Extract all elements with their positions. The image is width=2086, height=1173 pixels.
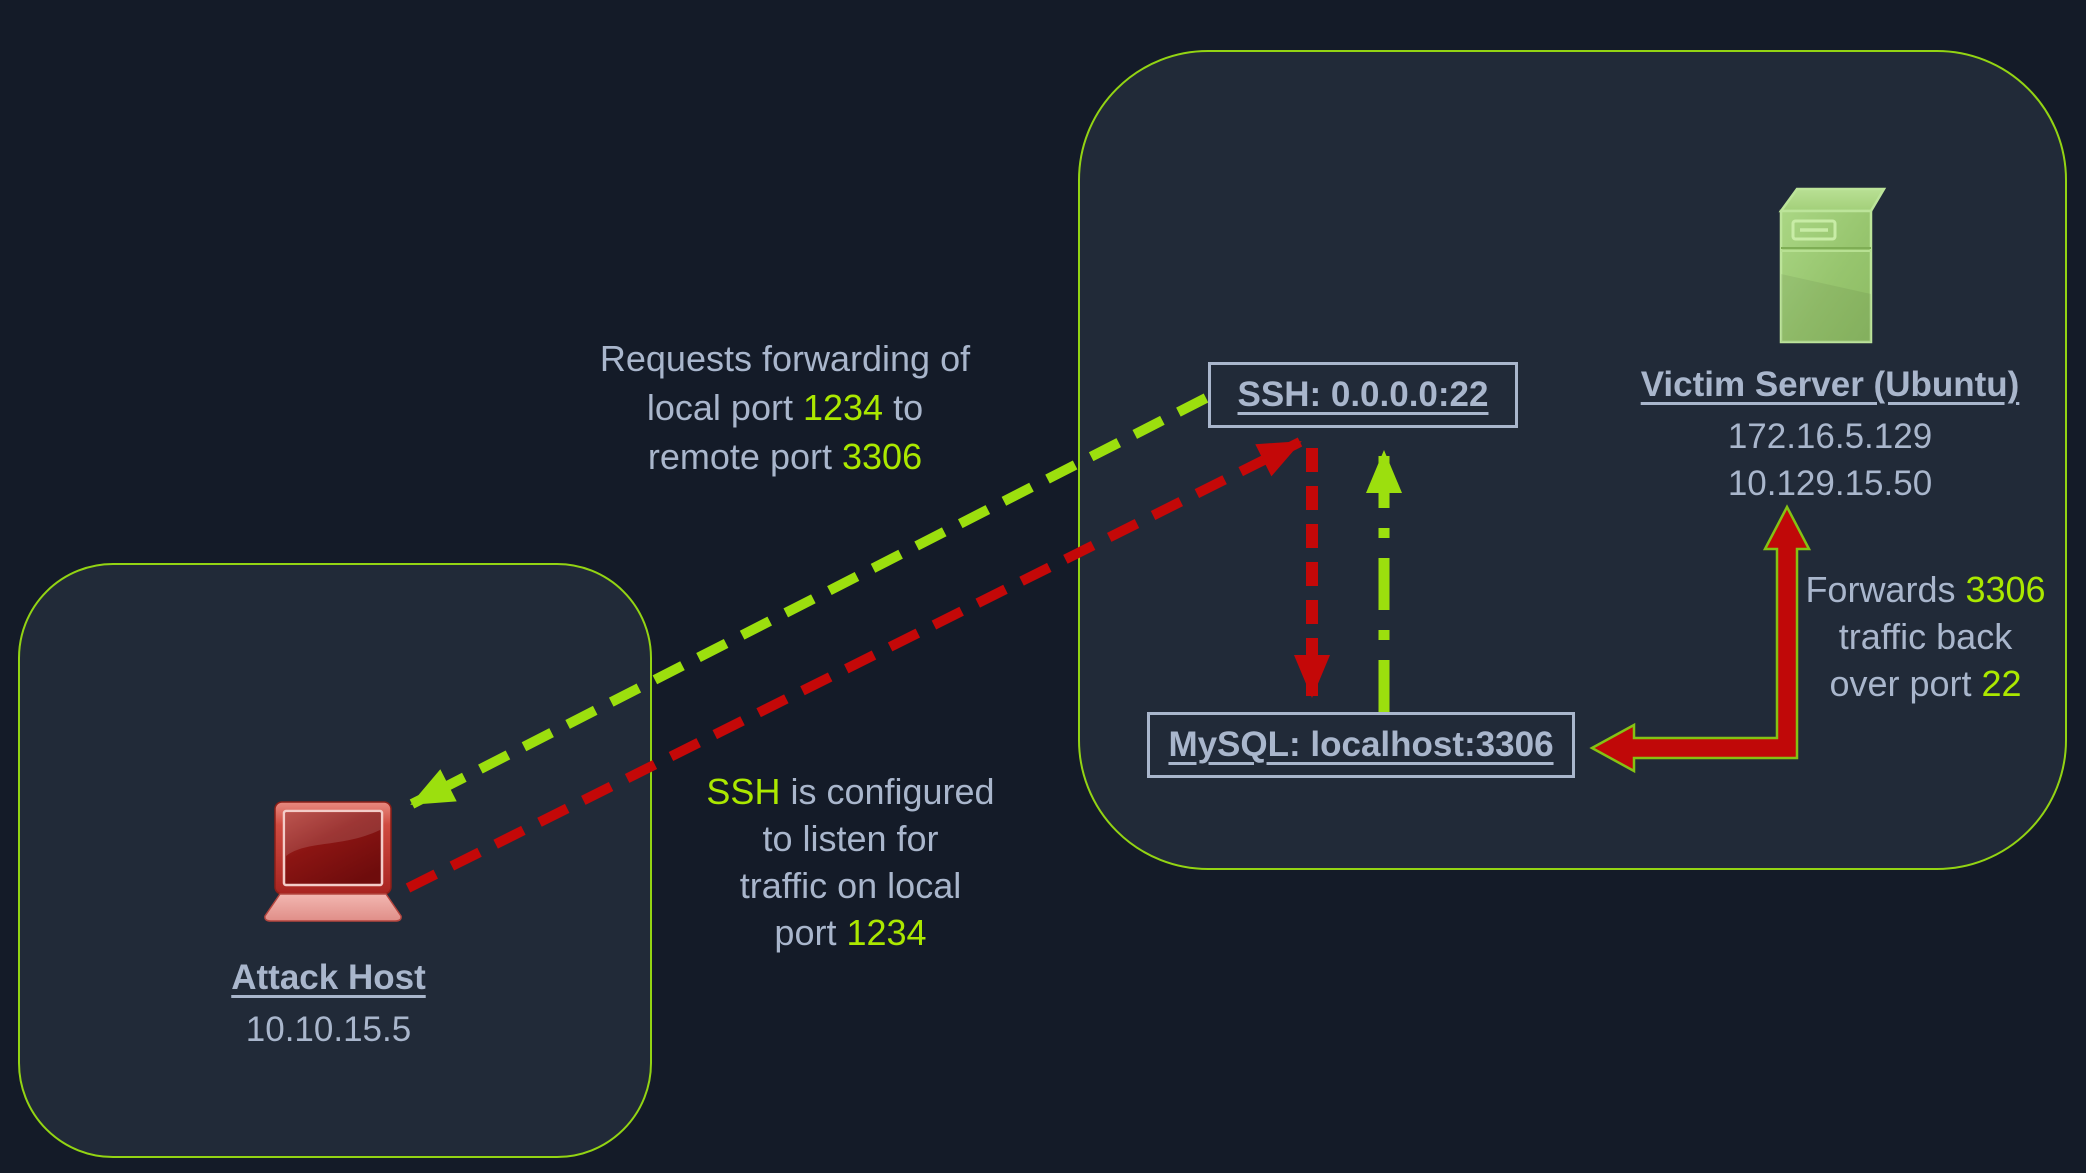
listen-line3: traffic on local — [739, 865, 962, 906]
forwards-port-3306: 3306 — [1965, 569, 2046, 610]
listen-line1-post: is configured — [780, 771, 995, 812]
ssh-service-box: SSH: 0.0.0.0:22 — [1208, 362, 1518, 428]
mysql-service-label: MySQL: localhost:3306 — [1168, 725, 1554, 764]
request-annotation: Requests forwarding of local port 1234 t… — [560, 334, 1010, 481]
attack-host-title: Attack Host — [231, 958, 426, 997]
mysql-service-box: MySQL: localhost:3306 — [1147, 712, 1575, 778]
listen-line4-pre: port — [774, 912, 847, 953]
listen-line2: to listen for — [762, 818, 939, 859]
laptop-icon — [264, 801, 402, 922]
forwards-line2: traffic back — [1838, 616, 2013, 657]
request-line3-pre: remote port — [647, 436, 842, 477]
listen-port-1234: 1234 — [846, 912, 927, 953]
request-port-3306: 3306 — [842, 436, 923, 477]
victim-server-title: Victim Server (Ubuntu) — [1640, 365, 2020, 404]
request-line2-pre: local port — [646, 387, 803, 428]
victim-server-caption: Victim Server (Ubuntu) 172.16.5.129 10.1… — [1610, 365, 2050, 507]
ssh-service-label: SSH: 0.0.0.0:22 — [1237, 375, 1489, 414]
victim-server-ip-1: 172.16.5.129 — [1727, 417, 1933, 456]
server-tower-icon — [1778, 187, 1887, 344]
victim-server-ip-2: 10.129.15.50 — [1727, 464, 1933, 503]
attack-host-ip: 10.10.15.5 — [245, 1010, 412, 1049]
request-line1: Requests forwarding of — [599, 338, 971, 379]
forwards-port-22: 22 — [1981, 663, 2022, 704]
request-port-1234: 1234 — [802, 387, 884, 428]
forwards-line3-pre: over port — [1829, 663, 1982, 704]
listen-ssh: SSH — [706, 771, 781, 812]
request-line2-post: to — [883, 387, 924, 428]
forwards-annotation: Forwards 3306 traffic back over port 22 — [1788, 566, 2063, 707]
forwards-line1-pre: Forwards — [1805, 569, 1966, 610]
listen-annotation: SSH is configured to listen for traffic … — [648, 768, 1053, 956]
attack-host-caption: Attack Host 10.10.15.5 — [126, 958, 531, 1053]
